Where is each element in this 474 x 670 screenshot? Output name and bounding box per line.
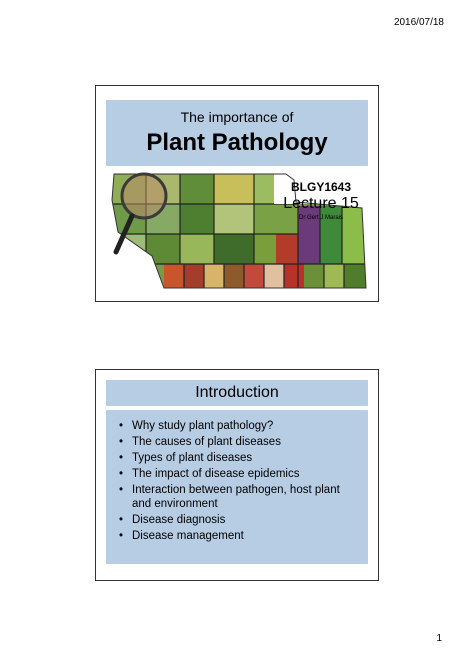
plant-photo-collage-map [111, 172, 367, 289]
magnifying-glass-icon [113, 172, 168, 255]
introduction-slide: Introduction Why study plant pathology? … [95, 369, 379, 581]
introduction-heading: Introduction [106, 380, 368, 406]
bullet-item: Interaction between pathogen, host plant… [114, 483, 360, 511]
bullet-item: Types of plant diseases [114, 451, 360, 465]
author: Dr Gert J Marais [298, 215, 343, 221]
title-box: The importance of Plant Pathology [106, 100, 368, 166]
bullet-item: Disease management [114, 529, 360, 543]
course-code: BLGY1643 [290, 180, 352, 194]
title-slide: The importance of Plant Pathology [95, 85, 379, 302]
page-number: 1 [436, 633, 442, 644]
bullet-list: Why study plant pathology? The causes of… [114, 419, 360, 543]
bullet-item: The impact of disease epidemics [114, 467, 360, 481]
lecture-number: Lecture 15 [283, 195, 359, 212]
lecture-info: BLGY1643 Lecture 15 Dr Gert J Marais [276, 180, 366, 221]
bullet-item: Disease diagnosis [114, 513, 360, 527]
subtitle: The importance of [180, 109, 294, 125]
bullet-item: The causes of plant diseases [114, 435, 360, 449]
page-date: 2016/07/18 [393, 17, 444, 28]
introduction-body: Why study plant pathology? The causes of… [106, 410, 368, 564]
bullet-item: Why study plant pathology? [114, 419, 360, 433]
slide-title: Plant Pathology [146, 129, 328, 156]
